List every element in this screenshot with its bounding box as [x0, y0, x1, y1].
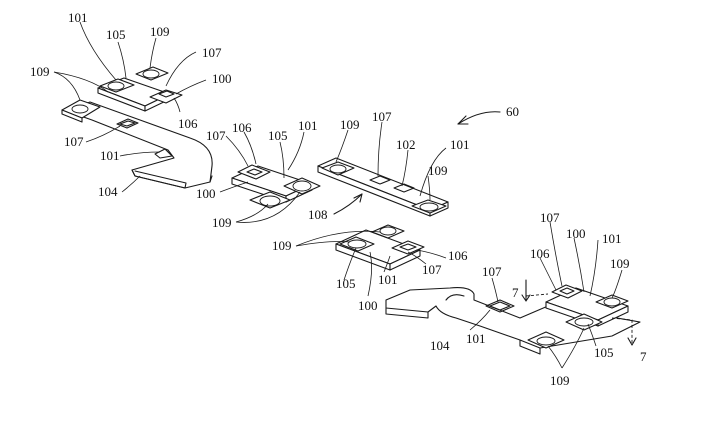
label-105: 105 — [336, 276, 356, 291]
plate-arm-top-left — [74, 101, 213, 189]
label-107: 107 — [540, 210, 560, 225]
label-100: 100 — [196, 186, 216, 201]
label-101: 101 — [466, 331, 486, 346]
label-109: 109 — [30, 64, 50, 79]
label-100: 100 — [358, 298, 378, 313]
label-105: 105 — [268, 128, 288, 143]
label-60: 60 — [506, 104, 519, 119]
label-107: 107 — [206, 128, 226, 143]
section-line-7 — [521, 279, 637, 346]
assembly-bottom-right — [385, 284, 641, 355]
label-101: 101 — [298, 118, 318, 133]
plate-arm-bottom-right — [385, 287, 641, 349]
label-109: 109 — [150, 24, 170, 39]
label-109: 109 — [340, 117, 360, 132]
label-107: 107 — [372, 109, 392, 124]
label-106: 106 — [448, 248, 468, 263]
label-107: 107 — [202, 45, 222, 60]
label-100: 100 — [566, 226, 586, 241]
label-107: 107 — [482, 264, 502, 279]
assembly-center-lower — [335, 224, 425, 271]
label-105: 105 — [594, 345, 614, 360]
label-109: 109 — [610, 256, 630, 271]
label-109: 109 — [212, 215, 232, 230]
label-108: 108 — [308, 207, 328, 222]
assembly-center — [317, 157, 449, 217]
label-101: 101 — [100, 148, 120, 163]
label-109: 109 — [550, 373, 570, 388]
label-100: 100 — [212, 71, 232, 86]
label-107: 107 — [422, 262, 442, 277]
assembly-middle-left — [231, 164, 321, 209]
label-7: 7 — [640, 349, 647, 364]
label-104: 104 — [430, 338, 450, 353]
label-101: 101 — [450, 137, 470, 152]
label-107: 107 — [64, 134, 84, 149]
label-7: 7 — [512, 285, 519, 300]
assembly-top-left — [61, 66, 213, 189]
label-105: 105 — [106, 27, 126, 42]
direction-arrows — [333, 111, 501, 215]
label-106: 106 — [530, 246, 550, 261]
label-102: 102 — [396, 137, 416, 152]
leader-lines — [53, 21, 623, 369]
label-101: 101 — [602, 231, 622, 246]
label-101: 101 — [68, 10, 88, 25]
label-109: 109 — [272, 238, 292, 253]
label-106: 106 — [232, 120, 252, 135]
label-104: 104 — [98, 184, 118, 199]
label-101: 101 — [378, 272, 398, 287]
label-106: 106 — [178, 116, 198, 131]
label-109: 109 — [428, 163, 448, 178]
reference-labels: 101 105 109 107 109 100 106 107 101 104 … — [30, 10, 647, 388]
